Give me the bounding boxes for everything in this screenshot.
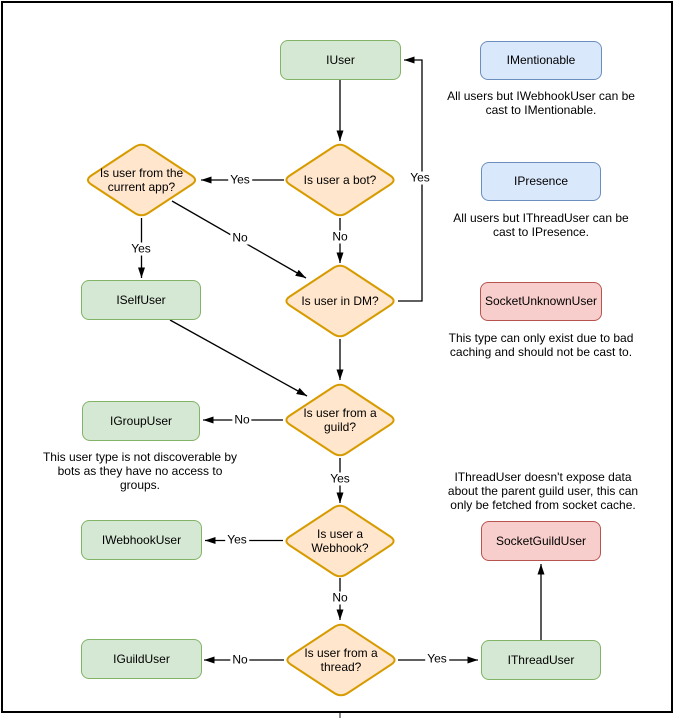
note-imentionable-line2: cast to IMentionable. [485,103,597,117]
node-ipresence-label: IPresence [513,174,569,189]
note-ithreaduser-line1: IThreadUser doesn't expose data [454,470,632,484]
note-igroupuser-line2: bots as they have no access to [57,464,223,478]
note-ithreaduser-line2: about the parent guild user, this can [447,484,639,498]
decision-shape-in-dm [285,264,395,338]
node-iguilduser-label: IGuildUser [113,651,170,666]
node-iselfuser-label: ISelfUser [116,292,166,307]
node-iuser: IUser [280,40,401,80]
arrow-iselfuser-to-fromguild [169,319,308,397]
note-igroupuser-line1: This user type is not discoverable by [42,450,238,464]
note-socketunknownuser-line1: This type can only exist due to bad [448,331,634,345]
edge-label-yes-iswebhook-iwebhookuser: Yes [225,532,249,547]
decision-shape-is-bot [285,143,395,217]
node-socketunknownuser: SocketUnknownUser [480,282,602,321]
edge-label-no-fromthread-iguilduser: No [230,652,250,667]
edge-label-yes-isbot-currentapp: Yes [228,172,252,187]
node-imentionable: IMentionable [480,41,602,80]
node-iuser-label: IUser [326,52,355,67]
decision-shape-from-thread [286,623,396,697]
node-ithreaduser-label: IThreadUser [507,652,575,667]
node-iwebhookuser: IWebhookUser [81,520,202,560]
node-ipresence: IPresence [481,162,601,201]
note-ipresence-line1: All users but IThreadUser can be [453,211,629,225]
note-igroupuser-line3: groups. [119,478,161,492]
node-imentionable-label: IMentionable [506,53,576,68]
node-socketguilduser-label: SocketGuildUser [495,533,587,548]
note-imentionable: All users but IWebhookUser can be cast t… [431,89,651,117]
edge-label-yes-currentapp-iselfuser: Yes [129,241,153,256]
note-igroupuser: This user type is not discoverable by bo… [30,450,250,492]
node-socketunknownuser-label: SocketUnknownUser [484,294,598,309]
note-imentionable-line1: All users but IWebhookUser can be [447,89,635,103]
note-ithreaduser-line3: only be fetched from socket cache. [450,498,636,512]
decision-shape-current-app [86,143,197,217]
node-igroupuser: IGroupUser [82,401,200,441]
node-igroupuser-label: IGroupUser [109,413,173,428]
note-ipresence: All users but IThreadUser can be cast to… [431,211,651,239]
note-socketunknownuser: This type can only exist due to bad cach… [431,331,651,359]
edge-label-no-iswebhook-fromthread: No [330,590,350,605]
edge-label-no-fromguild-igroupuser: No [232,412,252,427]
node-iwebhookuser-label: IWebhookUser [101,532,182,547]
node-ithreaduser: IThreadUser [481,640,601,680]
edge-label-yes-indm-iuser: Yes [408,170,432,185]
decision-shape-from-guild [285,383,395,457]
decision-shape-is-webhook [285,504,395,578]
note-socketunknownuser-line2: caching and should not be cast to. [449,345,633,359]
edge-label-yes-fromguild-iswebhook: Yes [328,471,352,486]
edge-label-yes-fromthread-ithreaduser: Yes [425,651,449,666]
page-boundary-tick [339,713,341,718]
edge-label-no-currentapp-indm: No [230,230,250,245]
edge-label-no-isbot-indm: No [330,229,350,244]
node-socketguilduser: SocketGuildUser [481,521,601,561]
node-iselfuser: ISelfUser [81,280,201,320]
note-ipresence-line2: cast to IPresence. [492,225,590,239]
note-ithreaduser: IThreadUser doesn't expose data about th… [433,470,653,512]
node-iguilduser: IGuildUser [81,639,202,679]
